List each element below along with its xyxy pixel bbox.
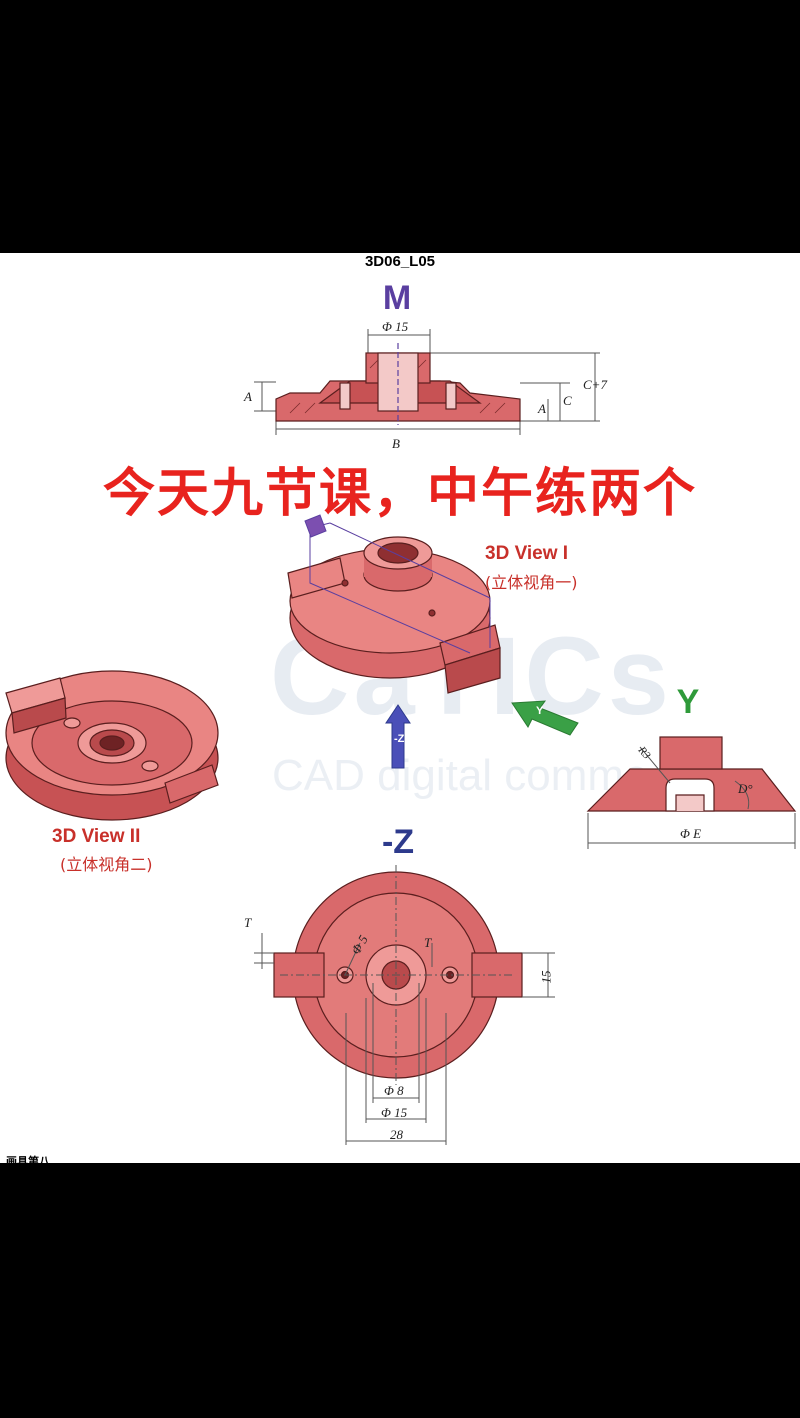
drawing-sheet: 3D06_L05 CaTICs CAD digital comme M bbox=[0, 253, 800, 1163]
bottom-cut-text: 画具第八 bbox=[6, 1155, 50, 1163]
dim-z-d8: Φ 8 bbox=[384, 1083, 404, 1098]
view-label-z: -Z bbox=[381, 823, 415, 861]
view-2-title: 3D View II bbox=[52, 826, 141, 847]
dim-z-d15: Φ 15 bbox=[381, 1105, 408, 1120]
3d-view-1-model bbox=[287, 514, 501, 694]
y-arrow-label: Y bbox=[536, 705, 544, 717]
overlay-caption: 今天九节课，中午练两个 bbox=[102, 464, 697, 524]
plan-view-z bbox=[254, 865, 555, 1145]
3d-view-2-model bbox=[5, 670, 219, 821]
dim-m-c: C bbox=[563, 393, 572, 408]
view-2-subtitle: (立体视角二) bbox=[60, 855, 153, 874]
dim-y-diameter: Φ E bbox=[680, 826, 702, 841]
dim-m-top-diameter: Φ 15 bbox=[382, 319, 409, 334]
view-label-m: M bbox=[382, 279, 412, 317]
dim-m-c7: C+7 bbox=[583, 377, 607, 392]
view-label-y: Y bbox=[676, 683, 700, 721]
dim-m-a-left: A bbox=[244, 389, 252, 404]
document-title: 3D06_L05 bbox=[364, 253, 436, 270]
watermark-subtitle: CAD digital comme bbox=[272, 751, 649, 800]
dim-z-t-center: T bbox=[424, 935, 432, 950]
view-1-subtitle: (立体视角一) bbox=[485, 573, 578, 592]
dim-z-15: 15 bbox=[538, 970, 554, 984]
elevation-view-y bbox=[586, 736, 797, 849]
section-view-m bbox=[254, 329, 600, 435]
dim-z-28: 28 bbox=[390, 1127, 403, 1142]
direction-arrows bbox=[385, 700, 579, 769]
view-1-title: 3D View I bbox=[485, 543, 569, 564]
z-arrow-label: -Z bbox=[394, 733, 405, 745]
dim-z-t-left: T bbox=[244, 915, 252, 930]
dim-y-angle: D° bbox=[738, 781, 753, 796]
dim-m-width: B bbox=[392, 436, 400, 451]
dim-m-a-right: A bbox=[538, 401, 546, 416]
